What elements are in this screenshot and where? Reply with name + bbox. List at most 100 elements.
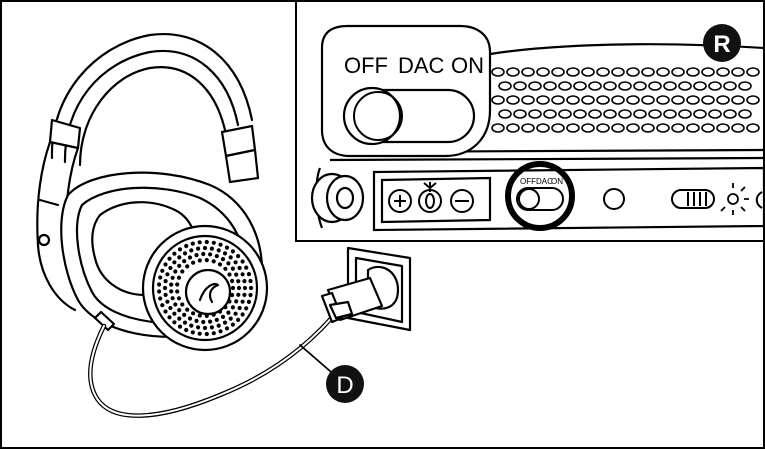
grille-dot xyxy=(160,268,165,273)
grille-dot xyxy=(196,246,201,251)
callout-off-label: OFF xyxy=(344,53,388,78)
inset-panel: OFF DAC ON OFF DAC ON xyxy=(295,0,765,242)
grille-dot xyxy=(202,245,208,251)
perforation-hole xyxy=(581,123,595,133)
grille-dot xyxy=(168,305,173,311)
grille-dot xyxy=(228,255,233,260)
grille-dot xyxy=(208,252,213,257)
grille-dot xyxy=(172,311,177,316)
grille-dot xyxy=(182,312,187,317)
grille-dot xyxy=(170,296,175,301)
cable-badge: D xyxy=(326,365,364,403)
perforation-hole xyxy=(618,109,632,119)
perforation-hole xyxy=(566,95,580,105)
perforation-hole xyxy=(731,123,745,133)
grille-dot xyxy=(230,278,235,284)
perforation-hole xyxy=(603,81,617,91)
grille-dot xyxy=(165,272,170,277)
grille-dot xyxy=(163,262,168,267)
grille-dot xyxy=(177,316,182,321)
headband-outer xyxy=(50,32,254,160)
grille-dot xyxy=(177,324,183,329)
grille-dot xyxy=(191,311,196,316)
grille-dot xyxy=(240,272,245,277)
perforation-hole xyxy=(738,109,752,119)
grille-dot xyxy=(167,315,172,320)
grille-dot xyxy=(201,319,206,325)
perforation-hole xyxy=(513,109,527,119)
grille-dot xyxy=(160,303,165,308)
grille-dot xyxy=(194,253,199,258)
perforation-hole xyxy=(581,95,595,105)
grille-dot xyxy=(197,331,202,336)
grille-dot xyxy=(242,279,247,284)
perforation-hole xyxy=(506,67,520,77)
grille-dot xyxy=(191,260,196,265)
grille-dot xyxy=(230,305,235,310)
perforation-hole xyxy=(506,123,520,133)
power-slider[interactable] xyxy=(671,189,715,209)
switch-callout: OFF DAC ON xyxy=(320,24,492,158)
perforation-hole xyxy=(603,109,617,119)
perforation-hole xyxy=(498,81,512,91)
grille-dot xyxy=(177,247,183,252)
grille-dot xyxy=(158,275,163,280)
grille-dot xyxy=(177,263,182,268)
grille-dot xyxy=(176,296,182,301)
headphone-illustration xyxy=(36,32,269,352)
grille-dot xyxy=(234,299,239,304)
perforation-hole xyxy=(498,109,512,119)
perforation-hole xyxy=(521,95,535,105)
dac-switch[interactable]: OFF DAC ON xyxy=(505,161,575,231)
grille-dot xyxy=(227,299,232,304)
wall-adapter xyxy=(320,246,412,332)
perforation-hole xyxy=(596,95,610,105)
grille-dot xyxy=(180,302,185,307)
multifunction-button[interactable] xyxy=(418,182,442,213)
grille-dot xyxy=(187,255,193,260)
grille-dot xyxy=(217,309,223,314)
grille-dot xyxy=(236,279,241,284)
perforation-hole xyxy=(566,67,580,77)
perforation-hole xyxy=(558,109,572,119)
perforation-hole xyxy=(611,123,625,133)
grille-dot xyxy=(197,258,202,263)
perforation-hole xyxy=(701,67,715,77)
grille-dot xyxy=(237,265,242,271)
perforation-hole xyxy=(588,81,602,91)
grille-dot xyxy=(189,248,194,253)
grille-dot xyxy=(211,259,216,264)
callout-on-label: ON xyxy=(451,53,484,78)
grille-dot xyxy=(248,278,253,284)
perforation-hole xyxy=(641,67,655,77)
perforation-hole xyxy=(693,109,707,119)
grille-dot xyxy=(187,316,193,321)
grille-dot xyxy=(236,285,242,291)
grille-dot xyxy=(233,311,238,316)
perforation-hole xyxy=(491,123,505,133)
perforation-hole xyxy=(671,67,685,77)
small-off-label: OFF xyxy=(520,177,536,186)
plus-button[interactable] xyxy=(388,189,412,213)
minus-button[interactable] xyxy=(450,189,474,213)
perforation-hole xyxy=(566,123,580,133)
perforation-hole xyxy=(611,95,625,105)
grille-dot xyxy=(228,316,233,321)
perforation-hole xyxy=(551,123,565,133)
perforation-hole xyxy=(491,67,505,77)
grille-dot xyxy=(163,292,168,297)
perforation-hole xyxy=(641,95,655,105)
grille-dot xyxy=(170,275,175,280)
perforation-hole xyxy=(731,95,745,105)
grille-dot xyxy=(240,312,245,317)
grille-dot xyxy=(220,257,226,262)
perforation-hole xyxy=(558,81,572,91)
perforation-hole xyxy=(746,67,760,77)
perforation-hole xyxy=(543,109,557,119)
perforation-hole xyxy=(648,109,662,119)
perforation-hole xyxy=(716,67,730,77)
status-led xyxy=(720,183,749,215)
right-ear-badge: R xyxy=(703,24,741,62)
perforation-hole xyxy=(716,123,730,133)
